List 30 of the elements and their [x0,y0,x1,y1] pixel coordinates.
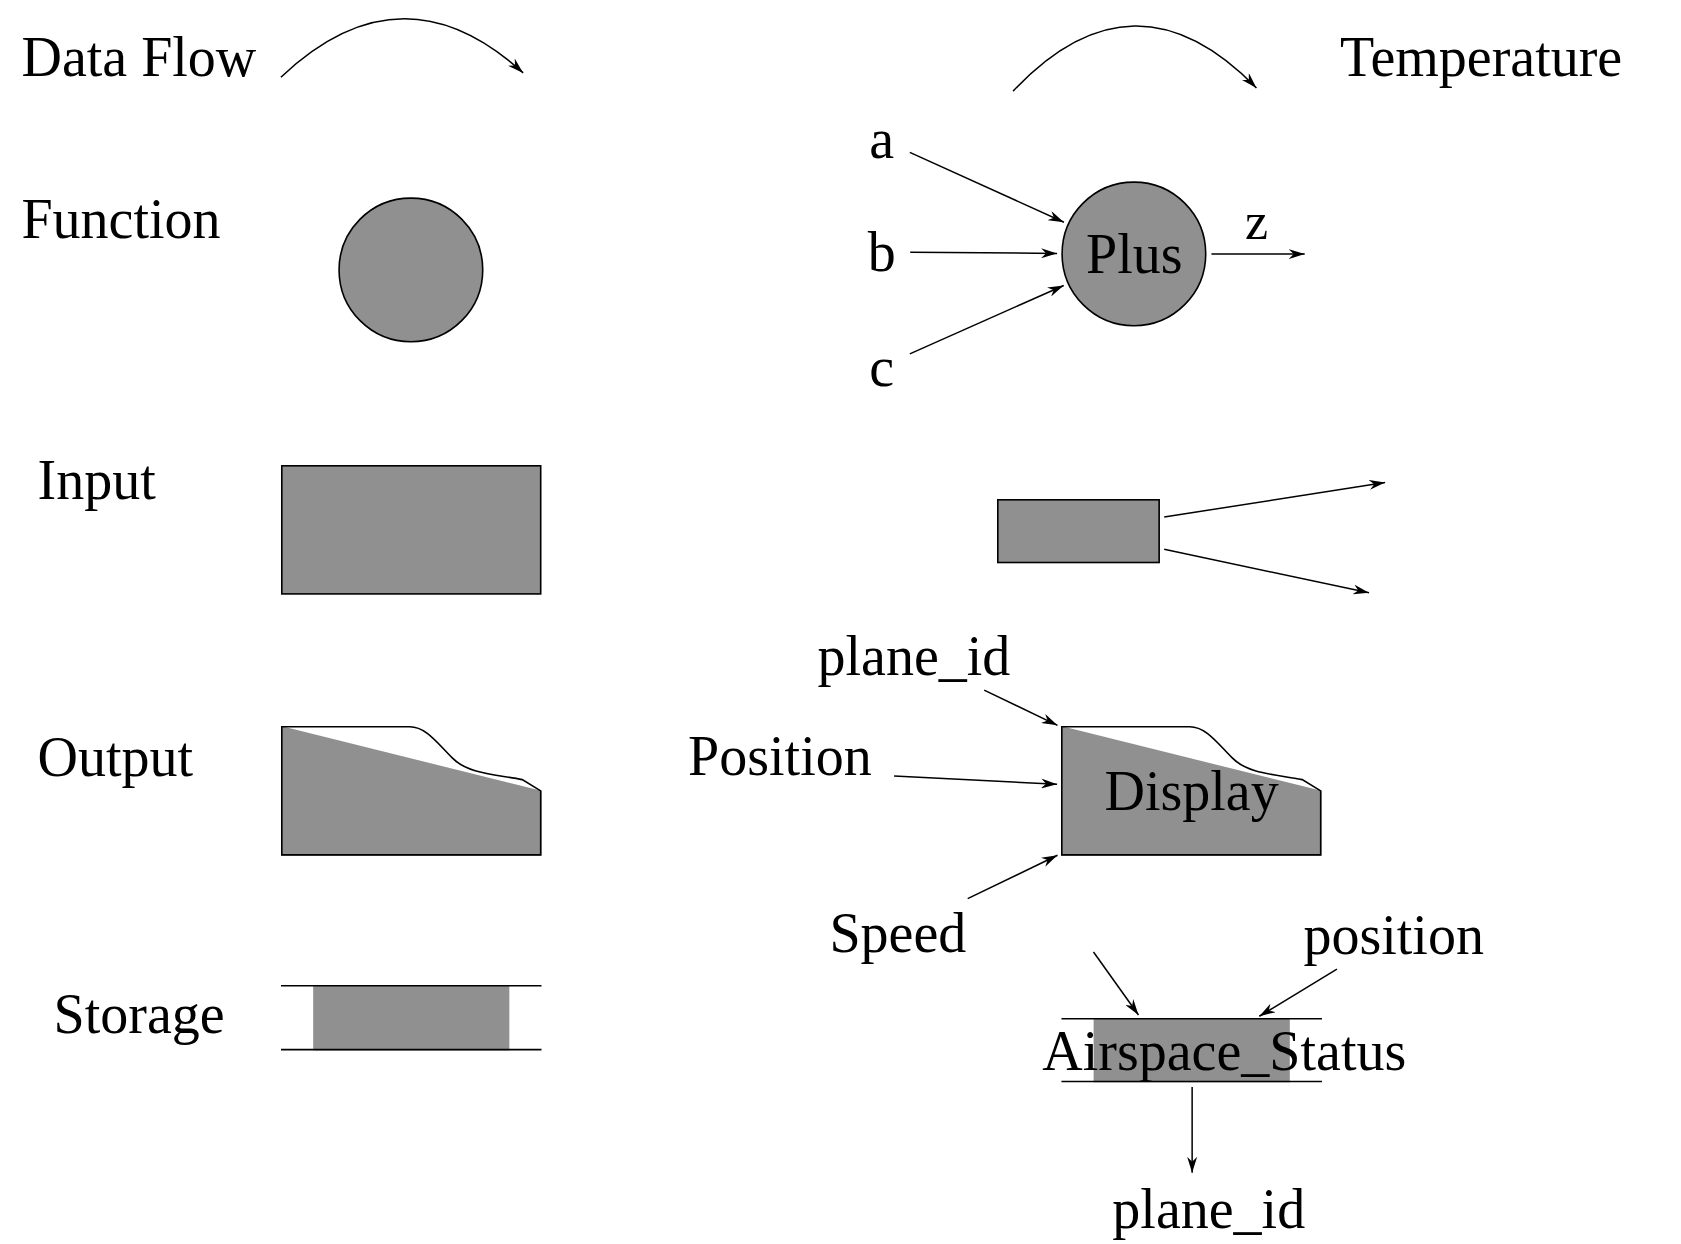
arrow [1163,479,1386,518]
function-circle [337,197,484,344]
arrow [966,854,1059,900]
arrow [1210,249,1306,260]
signal-label: b [867,223,896,280]
symbol-label: Function [21,190,221,247]
arrow [983,689,1059,727]
node-label: Plus [1086,226,1183,283]
function-circle [1061,181,1208,327]
symbol-label: Data Flow [21,28,257,85]
input-box [280,465,542,595]
signal-label: c [869,338,895,395]
storage-symbol [280,985,542,1051]
output-shape [280,725,542,856]
signal-label: a [869,111,895,168]
arrow [1092,951,1140,1016]
symbol-label: Input [37,452,156,509]
symbol-label: Storage [53,986,225,1043]
signal-label: plane_id [1112,1181,1306,1238]
output-shape [1061,725,1322,856]
arrow [1187,1086,1198,1174]
arrow [909,284,1065,355]
arrow [909,248,1058,259]
arrow [893,775,1058,789]
signal-label: Position [688,727,872,784]
signal-label: plane_id [817,628,1011,685]
arrow [909,151,1065,223]
arrow [1163,548,1370,595]
input-box [997,498,1160,563]
arrow [1258,968,1338,1017]
